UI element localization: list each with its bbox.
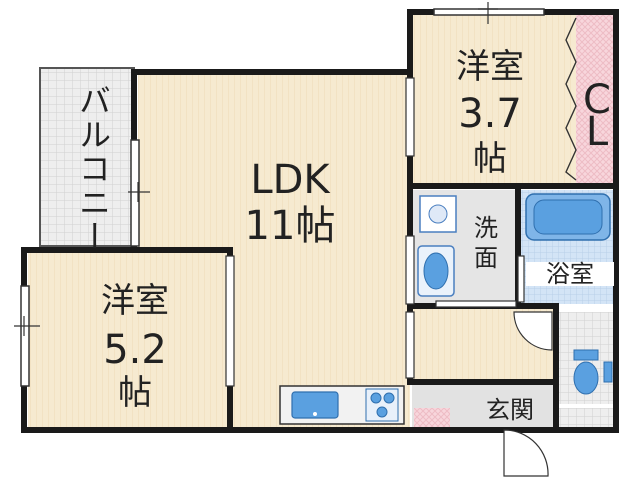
balcony-label: バルコニー bbox=[74, 84, 112, 254]
kitchen-sink bbox=[291, 391, 339, 419]
toilet-bowl bbox=[573, 361, 599, 395]
balcony-area bbox=[39, 67, 135, 247]
western-room-large-floor bbox=[28, 252, 228, 428]
toilet-tank bbox=[573, 349, 599, 361]
entrance-label: 玄関 bbox=[486, 396, 534, 424]
closet-floor bbox=[576, 14, 616, 184]
western-room-large-size: 5.2 bbox=[103, 327, 167, 373]
western-room-large-label: 洋室 bbox=[101, 281, 169, 321]
western-room-large-unit: 帖 bbox=[118, 373, 152, 413]
window-marks bbox=[14, 2, 498, 336]
toilet-door-swing bbox=[513, 311, 553, 351]
toilet-step bbox=[558, 408, 616, 428]
stove-burners bbox=[365, 388, 399, 422]
bath-label: 浴室 bbox=[526, 262, 614, 286]
closet-label-c: C bbox=[583, 77, 611, 123]
western-room-small-size: 3.7 bbox=[458, 91, 522, 137]
ldk-label: LDK bbox=[250, 157, 330, 203]
entrance-door-swing bbox=[503, 429, 549, 477]
closet-label-l: L bbox=[585, 109, 609, 155]
western-room-small-unit: 帖 bbox=[473, 139, 507, 179]
western-room-small-floor bbox=[412, 14, 576, 184]
washroom-label-1: 洗 bbox=[474, 214, 498, 242]
entrance-mat bbox=[414, 408, 450, 428]
washroom-label-2: 面 bbox=[474, 244, 498, 272]
sliding-doors bbox=[225, 77, 525, 387]
ldk-size: 11帖 bbox=[244, 203, 336, 249]
western-room-small-label: 洋室 bbox=[456, 47, 524, 87]
closet-doors bbox=[565, 17, 577, 181]
